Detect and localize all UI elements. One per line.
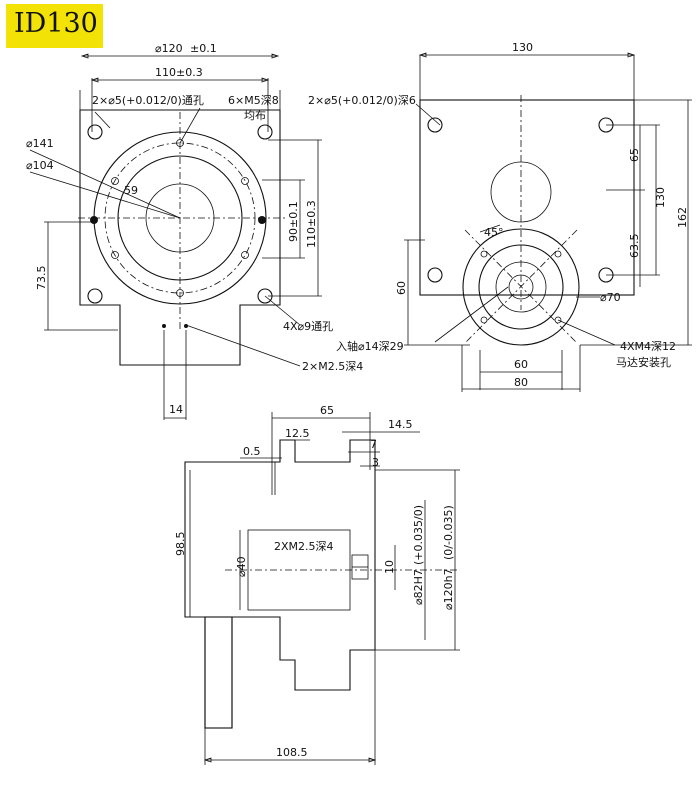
label-w1085: 108.5: [276, 746, 308, 759]
leader-141: [29, 149, 181, 219]
leader-104: [29, 171, 181, 219]
label-angle-45: 45°: [484, 226, 504, 239]
motor-flange: [462, 228, 580, 346]
pin-hole-left: [90, 216, 98, 224]
tap-hole-2: [241, 177, 249, 185]
tap-hole-3: [241, 251, 249, 259]
label-width-130: 130: [512, 41, 533, 54]
label-dia40: ⌀40: [235, 556, 248, 577]
label-pin-through: 2×⌀5(+0.012/0)通孔: [92, 94, 204, 107]
label-height-73: 73.5: [35, 266, 48, 291]
label-h162: 162: [676, 207, 689, 228]
label-dia82: ⌀82H7: [412, 569, 425, 605]
label-dia120: ⌀120h7: [442, 568, 455, 610]
front-body-outline: [79, 109, 281, 366]
label-w60: 60: [514, 358, 528, 371]
label-outer-dia-tol: ±0.1: [190, 42, 217, 55]
label-offset-14: 14: [169, 403, 183, 416]
label-key-taps: 2XM2.5深4: [274, 540, 334, 553]
label-h985: 98.5: [174, 532, 187, 557]
model-badge: ID130: [6, 4, 103, 48]
section-output-shaft: [247, 529, 351, 611]
motor-tap-2: [554, 250, 562, 258]
motor-tap-3: [480, 316, 488, 324]
label-angle-59: 59: [124, 184, 138, 197]
label-dia82-tol: (+0.035/0): [412, 505, 425, 565]
ear-hole-bl: [87, 288, 103, 304]
label-w125: 12.5: [285, 427, 310, 440]
side-ear-bl: [427, 267, 443, 283]
side-view: 130 2×⌀5(+0.012/0)深6 65 130 162 63.5 45°…: [308, 41, 692, 392]
bottom-view: 65 12.5 14.5 0.5 7 3 98.5 ⌀40 2XM2.5深4 1…: [174, 404, 460, 765]
label-pin-deep: 2×⌀5(+0.012/0)深6: [308, 94, 416, 107]
label-dia120-tol: (0/-0.035): [442, 505, 455, 560]
tap-hole-4: [176, 289, 184, 297]
label-input-shaft: 入轴⌀14深29: [336, 339, 404, 353]
ear-hole-tl: [87, 124, 103, 140]
leader-input: [434, 286, 509, 343]
section-motor-adapter: [204, 616, 233, 729]
label-w65: 65: [320, 404, 334, 417]
front-view: ⌀120 ±0.1 110±0.3 2×⌀5(+0.012/0)通孔 6×M5深…: [26, 42, 363, 420]
label-dia-104: ⌀104: [26, 159, 54, 172]
label-w05: 0.5: [243, 445, 261, 458]
motor-pilot: [478, 244, 564, 330]
pin-hole-right: [258, 216, 266, 224]
front-ext-lines: [79, 90, 281, 110]
section-body-outline: [184, 439, 376, 729]
label-h63: 63.5: [628, 234, 641, 259]
side-body-outline: [419, 99, 635, 296]
tap-hole-5: [111, 251, 119, 259]
label-tap-bottom: 2×M2.5深4: [302, 360, 363, 373]
label-w3: 3: [372, 456, 379, 469]
side-ear-tl: [427, 117, 443, 133]
leader-pin-deep: [415, 103, 441, 126]
label-dia70: ⌀70: [600, 291, 621, 304]
label-width-110: 110±0.3: [155, 66, 203, 79]
label-h60: 60: [395, 281, 408, 295]
label-tapped-sub: 均布: [244, 109, 266, 122]
label-h65: 65: [628, 148, 641, 162]
label-h130: 130: [654, 187, 667, 208]
input-bore: [495, 261, 547, 313]
model-title: ID130: [14, 8, 98, 39]
leader-thru: [264, 295, 301, 326]
label-motor-holes: 马达安装孔: [616, 355, 671, 369]
motor-tap-4: [554, 316, 562, 324]
label-dia-141: ⌀141: [26, 137, 54, 150]
leader-pin: [94, 111, 111, 129]
label-w145: 14.5: [388, 418, 413, 431]
motor-tap-1: [480, 250, 488, 258]
ear-hole-tr: [257, 124, 273, 140]
label-motor-taps: 4XM4深12: [620, 340, 676, 353]
leader-m25: [185, 324, 301, 367]
label-tapped-holes: 6×M5深8: [228, 94, 279, 107]
tap-hole-1: [176, 139, 184, 147]
label-w7: 7: [370, 438, 377, 451]
label-w80: 80: [514, 376, 528, 389]
label-height-110: 110±0.3: [305, 200, 318, 248]
label-h10: 10: [383, 560, 396, 574]
label-outer-dia: ⌀120: [155, 42, 183, 55]
leader-tap: [179, 107, 201, 144]
label-height-90: 90±0.1: [287, 201, 300, 242]
label-through-holes: 4X⌀9通孔: [283, 320, 333, 333]
tap-hole-6: [111, 177, 119, 185]
leader-motor-tap: [557, 319, 616, 346]
